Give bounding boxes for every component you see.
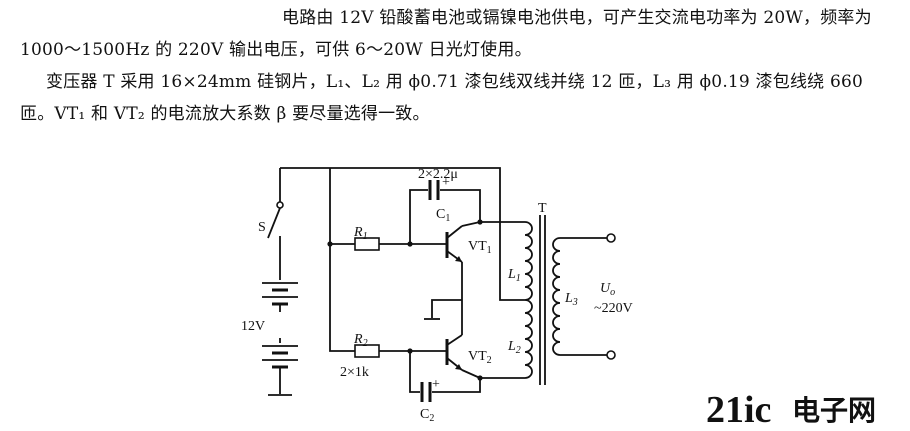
c1-right-wire: [440, 189, 481, 222]
output-voltage-symbol: Uo: [600, 281, 615, 298]
switch-label: S: [258, 220, 266, 235]
l2-label: L2: [507, 339, 521, 356]
capacitor-value-label: 2×2.2μ: [418, 167, 458, 182]
c1-plus-label: +: [442, 175, 450, 190]
21ic-watermark-logo: 21ic 电子网: [706, 389, 876, 430]
output-terminal-bottom: [606, 350, 616, 360]
c2-label: C2: [420, 407, 434, 424]
top-rail-wire: [280, 167, 501, 225]
r2-feed-wire: [329, 244, 355, 352]
ground-wire: [431, 299, 462, 318]
watermark-brand-number: 21ic: [706, 389, 771, 430]
switch-s: [267, 201, 284, 280]
watermark-brand-cn: 电子网: [792, 395, 876, 427]
transistor-vt2: [445, 334, 525, 379]
vt1-label: VT1: [468, 239, 492, 256]
output-terminal-top: [606, 233, 616, 243]
description-paragraph-2: 变压器 T 采用 16×24mm 硅钢片，L₁、L₂ 用 ϕ0.71 漆包线双线…: [20, 72, 864, 124]
resistor-value-label: 2×1k: [340, 365, 369, 380]
l1-label: L1: [507, 267, 521, 284]
secondary-coil-l3: [552, 237, 561, 356]
battery-voltage-label: 12V: [241, 319, 265, 334]
c2-right-wire: [432, 378, 481, 393]
vt2-label: VT2: [468, 349, 492, 366]
c1-label: C1: [436, 207, 450, 224]
center-tap-wire: [499, 225, 525, 301]
c2-plus-label: +: [432, 377, 440, 392]
description-paragraph-1: 电路由 12V 铅酸蓄电池或镉镍电池供电，可产生交流电功率为 20W，频率为 1…: [20, 8, 872, 60]
l3-label: L3: [564, 291, 578, 308]
r1-label: R1: [353, 225, 368, 242]
battery-12v: [262, 282, 298, 396]
transistor-vt1: [445, 221, 525, 263]
c1-left-wire: [409, 189, 428, 244]
transformer-label: T: [538, 201, 547, 216]
r1-feed-wire: [329, 168, 355, 245]
primary-coil-l1-l2: [524, 221, 533, 379]
output-voltage-label: ~220V: [594, 301, 633, 316]
r2-label: R2: [353, 332, 368, 349]
c2-left-wire: [409, 351, 420, 393]
